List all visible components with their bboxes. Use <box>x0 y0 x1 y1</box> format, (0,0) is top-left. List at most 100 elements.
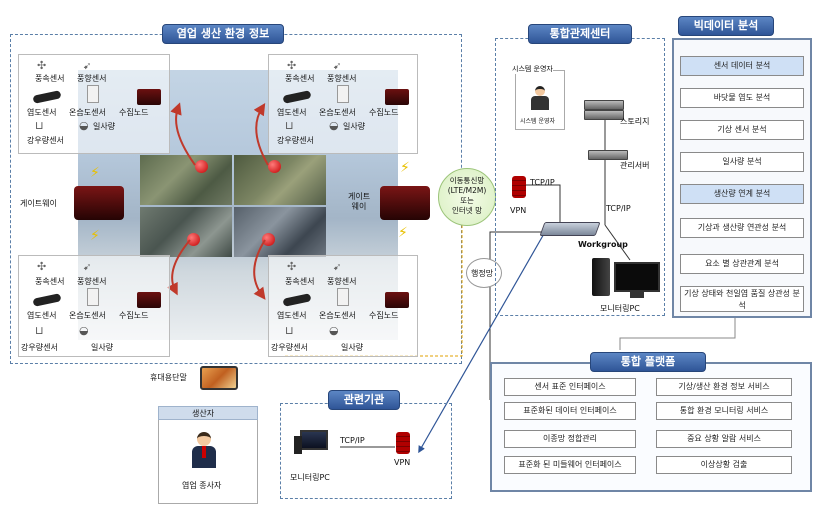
rain-gauge-icon: ⊔ <box>285 119 294 132</box>
bigdata-item: 바닷물 염도 분석 <box>680 88 804 108</box>
center-pc-tower-icon <box>592 258 610 296</box>
platform-left-item: 이종망 정합관리 <box>504 430 636 448</box>
wireless-icon: ⚡ <box>90 228 100 244</box>
collector-node-label: 수집노드 <box>369 311 399 320</box>
sensor-cluster-top-right: ✣ 풍속센서 ➹ 풍향센서 염도센서 온습도센서 수집노드 ⊔ ◒ 강우량센서 … <box>268 54 418 154</box>
center-monitor-stand <box>630 292 644 298</box>
operator-title: 시스템 운영자 <box>512 64 553 74</box>
location-marker <box>262 233 275 246</box>
location-marker <box>187 233 200 246</box>
solar-radiation-label: 일사량 <box>93 122 116 131</box>
bigdata-title: 빅데이터 분석 <box>678 16 774 36</box>
wind-vane-icon: ➹ <box>333 262 342 273</box>
center-monitor-icon <box>614 262 660 292</box>
wireless-icon: ⚡ <box>398 225 408 241</box>
worker-avatar-icon <box>192 432 216 472</box>
solar-radiation-label: 일사량 <box>91 343 114 352</box>
admin-network-bubble <box>466 258 502 288</box>
wind-vane-icon: ➹ <box>83 61 92 72</box>
rain-sensor-label: 강우량센서 <box>271 343 308 352</box>
temp-humidity-sensor-label: 온습도센서 <box>69 108 106 117</box>
admin-network-label: 행정망 <box>471 269 494 278</box>
platform-left-item: 표준화된 데이터 인터페이스 <box>504 402 636 420</box>
center-vpn-label: VPN <box>510 206 527 215</box>
temp-humidity-sensor-label: 온습도센서 <box>319 108 356 117</box>
salinity-sensor-icon <box>32 293 62 307</box>
platform-right-item: 이상상황 검출 <box>656 456 792 474</box>
mobile-network-cloud <box>438 168 496 226</box>
location-marker <box>268 160 281 173</box>
bigdata-item: 센서 데이터 분석 <box>680 56 804 76</box>
pyranometer-icon: ◒ <box>329 324 339 337</box>
solar-radiation-label: 일사량 <box>341 343 364 352</box>
gateway-left-label: 게이트웨이 <box>20 199 57 208</box>
gateway-right-label: 게이트 웨이 <box>348 192 371 211</box>
pyranometer-icon: ◒ <box>79 119 89 132</box>
collector-node-icon <box>137 89 161 105</box>
temp-humidity-sensor-icon <box>87 85 99 103</box>
wind-direction-sensor-label: 풍향센서 <box>77 277 107 286</box>
salinity-sensor-icon <box>32 90 62 104</box>
anemometer-icon: ✣ <box>287 260 297 273</box>
center-pc-label: 모니터링PC <box>600 304 640 313</box>
bigdata-item: 일사량 분석 <box>680 152 804 172</box>
mobile-terminal-label: 휴대용단말 <box>150 373 187 382</box>
related-agency-title: 관련기관 <box>328 390 400 410</box>
solar-radiation-label: 일사량 <box>343 122 366 131</box>
tablet-icon <box>200 366 238 390</box>
rain-sensor-label: 강우량센서 <box>27 136 64 145</box>
temp-humidity-sensor-label: 온습도센서 <box>319 311 356 320</box>
wind-direction-sensor-label: 풍향센서 <box>327 74 357 83</box>
sensor-cluster-top-left: ✣ 풍속센서 ➹ 풍향센서 염도센서 온습도센서 수집노드 ⊔ ◒ 강우량센서 … <box>18 54 170 154</box>
salinity-sensor-icon <box>282 90 312 104</box>
sensor-cluster-bottom-right: ✣ 풍속센서 ➹ 풍향센서 염도센서 온습도센서 수집노드 ⊔ ◒ 강우량센서 … <box>268 255 418 357</box>
center-tcpip-right-label: TCP/IP <box>606 204 631 213</box>
worker-label: 염업 종사자 <box>182 481 222 490</box>
wind-vane-icon: ➹ <box>333 61 342 72</box>
platform-right-item: 기상/생산 환경 정보 서비스 <box>656 378 792 396</box>
bigdata-item: 기상 상태와 천일염 품질 상관성 분석 <box>680 286 804 312</box>
collector-node-icon <box>137 292 161 308</box>
pc-tower-icon <box>294 436 302 454</box>
producer-title-bar <box>158 406 258 420</box>
rain-sensor-label: 강우량센서 <box>21 343 58 352</box>
related-tcpip-label: TCP/IP <box>340 436 365 445</box>
aerial-map-tile-3 <box>140 207 232 257</box>
producer-title: 생산자 <box>192 409 215 418</box>
wireless-icon: ⚡ <box>90 165 100 181</box>
bigdata-item: 기상 센서 분석 <box>680 120 804 140</box>
temp-humidity-sensor-icon <box>87 288 99 306</box>
aerial-map-tile-1 <box>140 155 232 205</box>
temp-humidity-sensor-label: 온습도센서 <box>69 311 106 320</box>
collector-node-label: 수집노드 <box>119 311 149 320</box>
management-server-label: 관리서버 <box>620 161 650 170</box>
pyranometer-icon: ◒ <box>329 119 339 132</box>
storage-server-icon <box>584 110 624 120</box>
control-center-title: 통합관제센터 <box>528 24 632 44</box>
gateway-left-icon <box>74 186 124 220</box>
platform-right-item: 통합 환경 모니터링 서비스 <box>656 402 792 420</box>
wind-speed-sensor-label: 풍속센서 <box>35 277 65 286</box>
monitoring-pc-icon <box>300 430 328 450</box>
pyranometer-icon: ◒ <box>79 324 89 337</box>
wind-speed-sensor-label: 풍속센서 <box>285 74 315 83</box>
salinity-sensor-icon <box>282 293 312 307</box>
workgroup-label: Workgroup <box>578 240 628 249</box>
storage-server-icon <box>584 100 624 110</box>
platform-right-item: 중요 상황 알람 서비스 <box>656 430 792 448</box>
collector-node-icon <box>385 292 409 308</box>
bigdata-item: 기상과 생산량 연관성 분석 <box>680 218 804 238</box>
wind-vane-icon: ➹ <box>83 262 92 273</box>
mobile-network-label: 이동통신망 (LTE/M2M) 또는 인터넷 망 <box>447 176 487 215</box>
gateway-right-icon <box>380 186 430 220</box>
rain-sensor-label: 강우량센서 <box>277 136 314 145</box>
operator-avatar-icon <box>531 86 549 112</box>
storage-label: 스토리지 <box>620 117 650 126</box>
platform-title: 통합 플랫폼 <box>590 352 706 372</box>
related-vpn-label: VPN <box>394 458 411 467</box>
center-vpn-icon <box>512 176 526 198</box>
temp-humidity-sensor-icon <box>337 288 349 306</box>
farm-area-title: 염업 생산 환경 정보 <box>162 24 284 44</box>
salinity-sensor-label: 염도센서 <box>27 108 57 117</box>
related-pc-label: 모니터링PC <box>290 473 330 482</box>
